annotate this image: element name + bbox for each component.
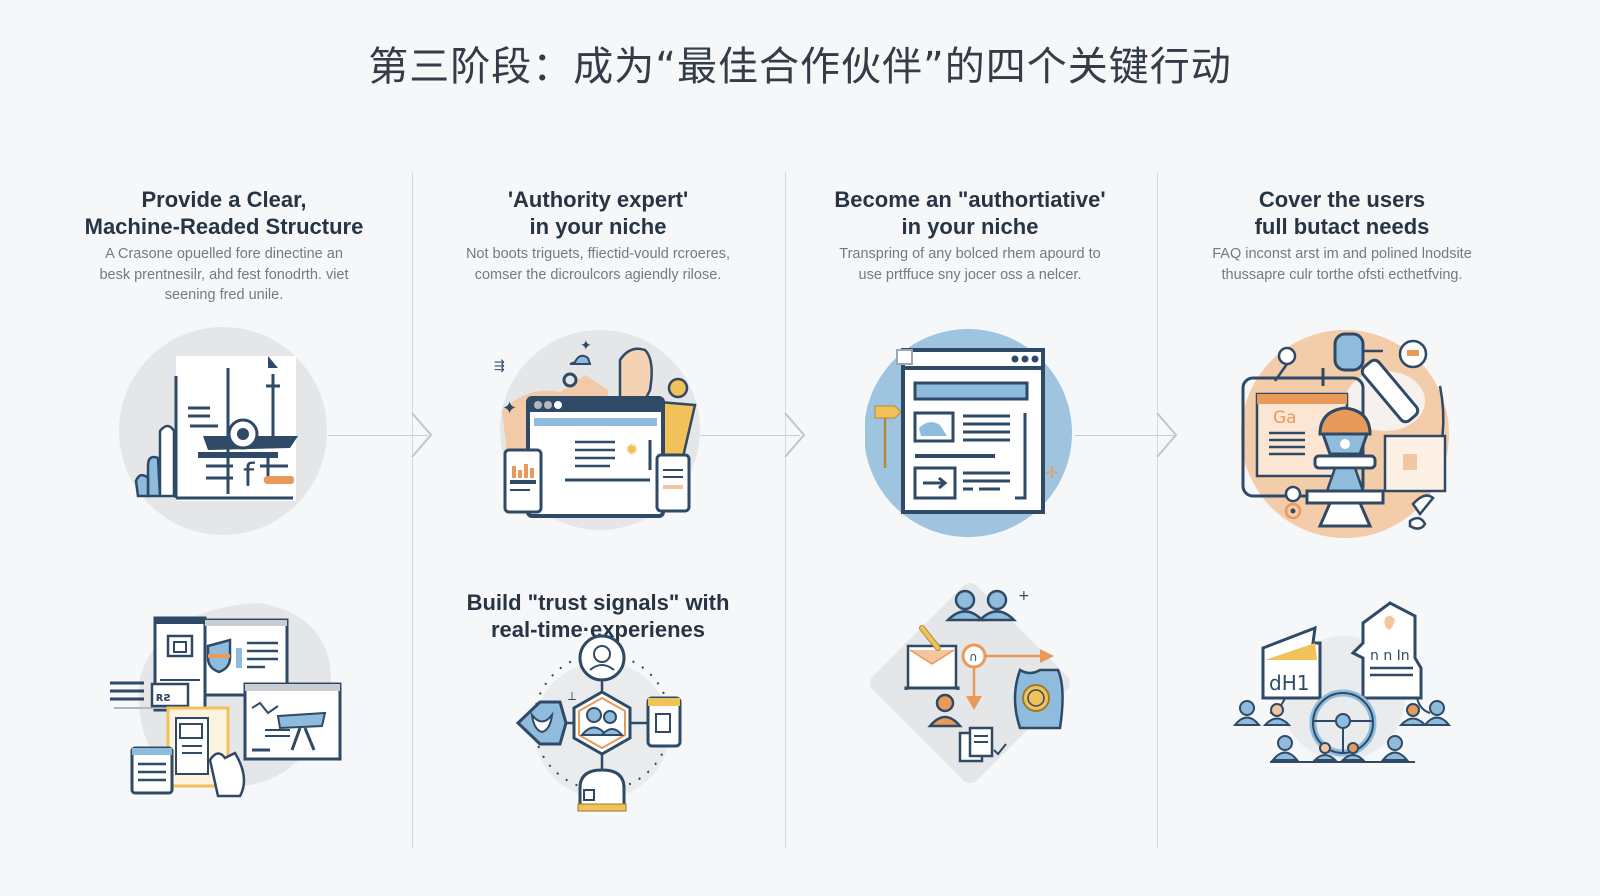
title-line: full butact needs (1254, 214, 1430, 239)
svg-text:⇶: ⇶ (494, 359, 505, 374)
desc-line: comser the dicroulcors agiendly rilose. (474, 266, 722, 283)
desc-line: besk prentnesilr, ahd fest fonodrth. vie… (99, 266, 349, 283)
title-line: Become an "authortiative' (834, 187, 1106, 212)
svg-text:✦: ✦ (580, 338, 592, 354)
column-structure: Provide a Clear, Machine-Readed Structur… (44, 186, 404, 306)
column-description: A Crasone opuelled fore dinectine an bes… (44, 244, 404, 306)
chevron-right-icon (1156, 412, 1178, 458)
user-community-icon: dH1 n n In (1225, 598, 1455, 773)
title-line: in your niche (529, 214, 667, 239)
browser-devices-icon: ✦ ✦ ⇶ ✹ (490, 330, 710, 540)
svg-text:ʀƨ: ʀƨ (156, 690, 171, 704)
title-line: Cover the users (1258, 187, 1426, 212)
desc-line: use prtffuce sny jocer oss a nelcer. (858, 266, 1082, 283)
column-divider-3 (1157, 172, 1158, 848)
column-divider-1 (412, 172, 413, 848)
desc-line: Not boots triguets, ffiectid-vould rcroe… (465, 246, 731, 262)
svg-text:+: + (1018, 588, 1030, 604)
trust-signals-title: Build "trust signals" with real-time·exp… (418, 589, 778, 643)
column-authority-expert: 'Authority expert' in your niche Not boo… (418, 186, 778, 285)
trust-network-hexagon-icon: ⟂ (510, 630, 695, 815)
connector-line-1 (328, 435, 428, 436)
title-line: 'Authority expert' (507, 187, 689, 212)
desc-line: A Crasone opuelled fore dinectine an (105, 246, 343, 262)
desc-line: Transpring of any bolced rhem apourd to (839, 246, 1101, 262)
column-description: FAQ inconst arst im and polined lnodsite… (1162, 244, 1522, 285)
desc-line: thussapre culr torthe ofsti ecthetfving. (1221, 266, 1463, 283)
title-line: Machine-Readed Structure (84, 214, 364, 239)
column-title: Cover the users full butact needs (1162, 186, 1522, 240)
connector-line-3 (1075, 435, 1175, 436)
chevron-right-icon (784, 412, 806, 458)
desc-line: seening fred unile. (164, 287, 284, 303)
column-description: Transpring of any bolced rhem apourd to … (790, 244, 1150, 285)
document-structure-icon: f (118, 326, 333, 541)
multi-window-content-icon: ʀƨ (100, 588, 360, 808)
column-authoritative: Become an "authortiative' in your niche … (790, 186, 1150, 285)
web-page-layout-icon: ✛ (865, 328, 1080, 538)
svg-text:f: f (243, 456, 255, 494)
title-line: in your niche (901, 214, 1039, 239)
desc-line: FAQ inconst arst im and polined lnodsite (1212, 246, 1472, 262)
title-line: Provide a Clear, (141, 187, 307, 212)
svg-text:∩: ∩ (969, 650, 978, 664)
chevron-right-icon (411, 412, 433, 458)
column-title: Become an "authortiative' in your niche (790, 186, 1150, 240)
workflow-people-icon: + ∩ (870, 578, 1080, 783)
column-divider-2 (785, 172, 786, 848)
column-user-needs: Cover the users full butact needs FAQ in… (1162, 186, 1522, 285)
connector-line-2 (700, 435, 800, 436)
card-label: Ga (1273, 408, 1297, 428)
column-title: Provide a Clear, Machine-Readed Structur… (44, 186, 404, 240)
svg-text:✛: ✛ (1045, 463, 1058, 482)
badge-label: dH1 (1269, 671, 1309, 695)
svg-text:⟂: ⟂ (568, 689, 576, 703)
title-line: Build "trust signals" with (466, 590, 730, 615)
svg-text:✦: ✦ (502, 398, 517, 419)
badge-label: n n In (1370, 648, 1410, 664)
svg-text:✹: ✹ (625, 440, 638, 459)
page-title: 第三阶段：成为“最佳合作伙伴”的四个关键行动 (368, 44, 1232, 90)
column-description: Not boots triguets, ffiectid-vould rcroe… (418, 244, 778, 285)
column-title: 'Authority expert' in your niche (418, 186, 778, 240)
faq-robot-arm-icon: Ga (1235, 326, 1455, 541)
